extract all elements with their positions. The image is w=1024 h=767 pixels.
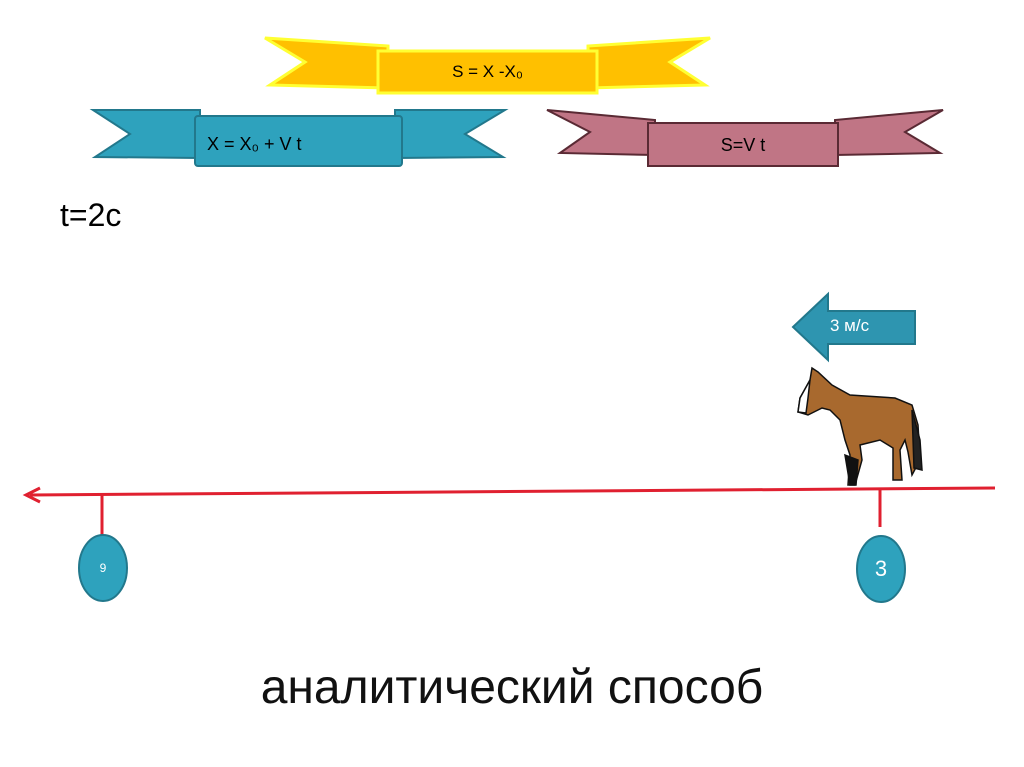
ribbon-distance	[546, 109, 944, 167]
axis	[22, 486, 996, 535]
time-label: t=2c	[60, 197, 122, 233]
formula-position: X = X₀ + V t	[207, 134, 302, 154]
ribbon-displacement	[264, 36, 711, 95]
marker-end-label: 9	[99, 561, 107, 575]
formula-displacement: S = X -X₀	[452, 62, 523, 81]
horse-icon	[797, 366, 923, 486]
velocity-arrow	[791, 291, 916, 363]
formula-distance: S=V t	[720, 135, 766, 155]
marker-end-circle	[78, 534, 128, 602]
velocity-label: 3 м/с	[830, 316, 870, 335]
slide-title: аналитический способ	[260, 661, 764, 714]
ribbon-position	[89, 109, 509, 167]
marker-start-circle	[856, 535, 906, 603]
marker-start-label: 3	[874, 556, 888, 581]
